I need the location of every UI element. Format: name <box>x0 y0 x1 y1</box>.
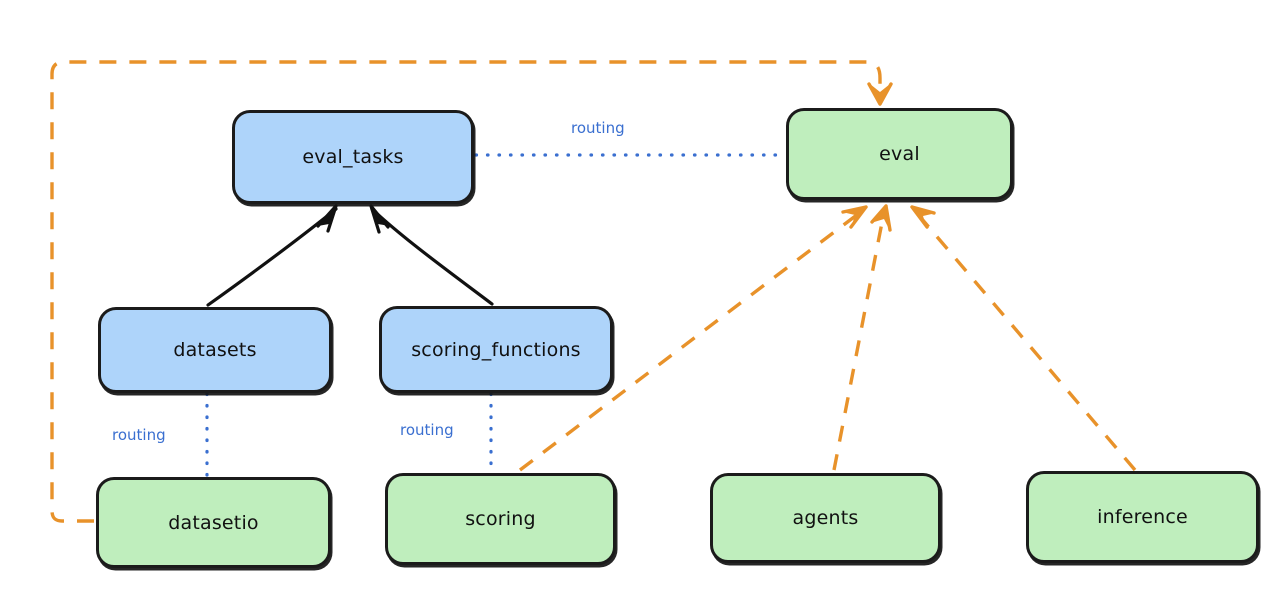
node-label-eval-tasks: eval_tasks <box>302 146 404 168</box>
node-label-scoring-functions: scoring_functions <box>411 338 581 361</box>
node-eval[interactable]: eval <box>786 108 1013 200</box>
node-scoring-functions[interactable]: scoring_functions <box>379 306 613 393</box>
node-label-datasetio: datasetio <box>168 511 259 534</box>
edge-label-routing-eval-tasks: routing <box>571 119 625 137</box>
edge-inference-to-eval <box>910 205 1137 472</box>
node-datasets[interactable]: datasets <box>98 307 332 393</box>
edge-datasetio-to-eval <box>50 60 893 523</box>
edge-agents-to-eval <box>832 204 892 471</box>
node-label-datasets: datasets <box>173 339 257 361</box>
node-label-agents: agents <box>792 507 859 529</box>
edge-datasets-to-eval_tasks <box>206 204 338 307</box>
node-datasetio[interactable]: datasetio <box>96 477 331 568</box>
edge-scoring-to-eval <box>518 205 868 472</box>
node-inference[interactable]: inference <box>1026 471 1259 563</box>
edge-label-routing-datasets: routing <box>112 426 166 444</box>
edge-scoring_functions-to-eval_tasks <box>369 204 494 306</box>
node-scoring[interactable]: scoring <box>385 473 616 565</box>
node-label-eval: eval <box>879 143 920 165</box>
node-eval-tasks[interactable]: eval_tasks <box>232 110 474 204</box>
node-label-scoring: scoring <box>465 508 536 530</box>
node-label-inference: inference <box>1097 506 1188 528</box>
edge-label-routing-scoring-functions: routing <box>400 421 454 439</box>
node-agents[interactable]: agents <box>710 473 941 563</box>
